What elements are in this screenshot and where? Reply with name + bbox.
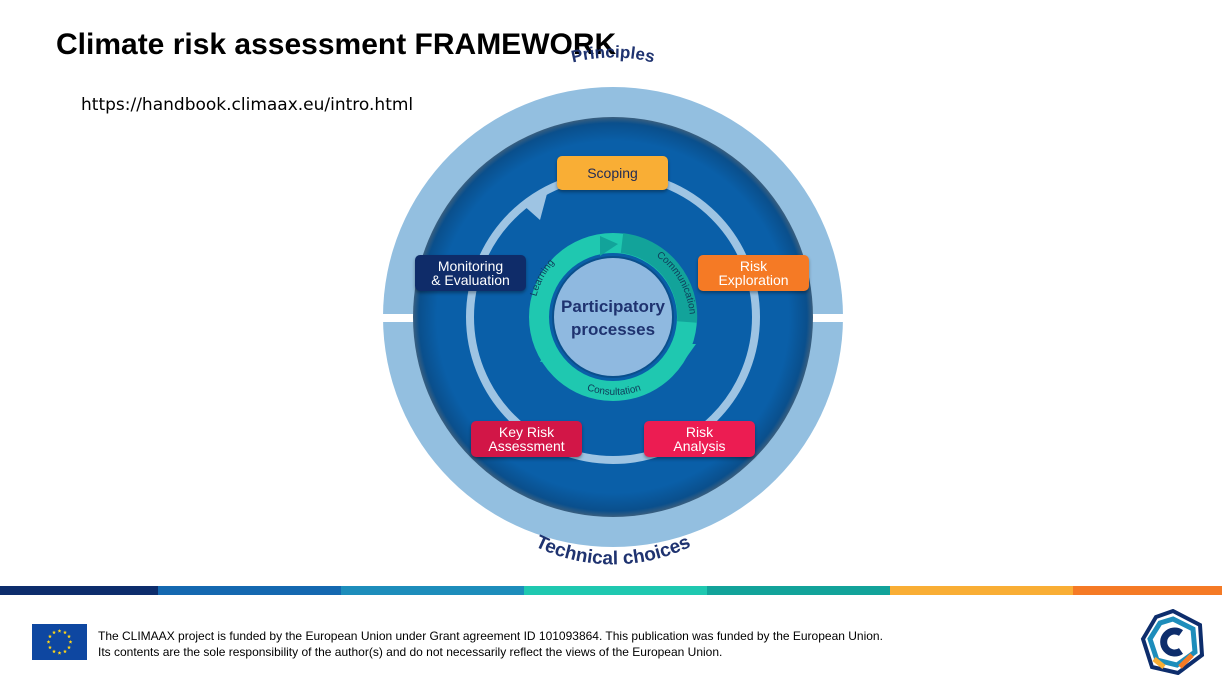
eu-star-icon — [48, 645, 52, 650]
stripe-segment — [0, 586, 158, 595]
climaax-logo-icon — [1140, 609, 1205, 675]
cycle-arrow-icon — [522, 190, 548, 220]
stage-risk-exploration: Risk Exploration — [698, 255, 809, 291]
eu-star-icon — [63, 630, 67, 635]
eu-star-icon — [57, 629, 62, 633]
stage-key-risk-assessment: Key Risk Assessment — [471, 421, 582, 457]
footer-color-stripe — [0, 586, 1222, 595]
stripe-segment — [890, 586, 1073, 595]
stage-label: Risk — [685, 424, 714, 440]
stripe-segment — [158, 586, 341, 595]
stripe-segment — [341, 586, 524, 595]
stage-scoping: Scoping — [557, 156, 668, 190]
eu-star-icon — [52, 630, 56, 635]
stage-monitoring-evaluation: Monitoring & Evaluation — [415, 255, 526, 291]
eu-star-icon — [57, 651, 62, 655]
eu-flag-icon — [32, 624, 87, 660]
stripe-segment — [524, 586, 707, 595]
stage-label: Analysis — [673, 438, 726, 454]
stage-label: Exploration — [718, 272, 789, 288]
center-label: processes — [571, 320, 655, 339]
funding-line: Its contents are the sole responsibility… — [98, 645, 723, 659]
stage-risk-analysis: Risk Analysis — [644, 421, 755, 457]
stage-label: Assessment — [488, 438, 565, 454]
stage-label: Key Risk — [498, 424, 555, 440]
stage-label: & Evaluation — [431, 272, 510, 288]
funding-line: The CLIMAAX project is funded by the Eur… — [98, 629, 883, 643]
ring-gap-right — [806, 314, 846, 322]
eu-star-icon — [68, 640, 73, 644]
eu-star-icon — [52, 649, 56, 654]
inner-label-consultation: Consultation — [586, 383, 642, 398]
eu-star-icon — [67, 634, 71, 639]
principles-label: Principles — [569, 42, 656, 66]
funding-disclaimer: The CLIMAAX project is funded by the Eur… — [98, 628, 883, 660]
inner-arrow-icon — [676, 344, 696, 358]
stripe-segment — [1073, 586, 1222, 595]
center-label: Participatory — [561, 297, 665, 316]
stage-label: Scoping — [587, 165, 638, 181]
stripe-segment — [707, 586, 890, 595]
inner-cycle-dark-segment — [620, 233, 698, 323]
slide-title: Climate risk assessment FRAMEWORK — [56, 28, 617, 61]
ring-gap-left — [380, 314, 420, 322]
center-disc — [552, 256, 674, 378]
inner-arrow-icon — [600, 236, 618, 256]
stage-label: Risk — [739, 258, 768, 274]
eu-star-icon — [63, 649, 67, 654]
source-url[interactable]: https://handbook.climaax.eu/intro.html — [81, 95, 414, 115]
eu-star-icon — [46, 640, 51, 644]
inner-arrow-icon — [540, 348, 556, 362]
stage-label: Monitoring — [437, 258, 504, 274]
eu-star-icon — [48, 634, 52, 639]
eu-star-icon — [67, 645, 71, 650]
